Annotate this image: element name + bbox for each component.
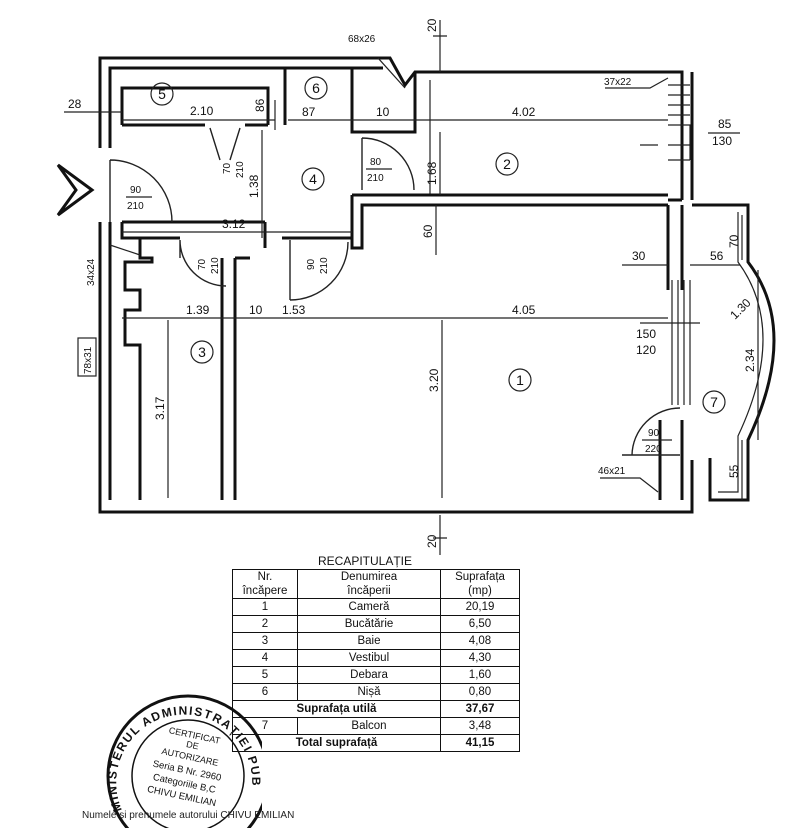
room-markers: 5 6 4 2 3 1 7 xyxy=(150,76,726,414)
vent-37x22: 37x22 xyxy=(604,77,632,88)
dim-3-17: 3.17 xyxy=(153,396,167,420)
outer-walls xyxy=(98,56,694,514)
dim-55: 55 xyxy=(727,464,741,478)
recap-header-area: Suprafața(mp) xyxy=(440,569,520,599)
dim-1-30: 1.30 xyxy=(727,295,754,322)
dim-10-top: 10 xyxy=(376,105,390,119)
room-marker-6 xyxy=(304,76,328,100)
room-number-1: 1 xyxy=(516,372,524,388)
balcony-outline xyxy=(692,203,776,502)
room-number-4: 4 xyxy=(309,171,317,187)
door-debara-height: 210 xyxy=(235,161,246,178)
recap-total-row: Total suprafață 41,15 xyxy=(232,734,520,752)
dim-4-02: 4.02 xyxy=(512,105,536,119)
vent-78x31: 78x31 xyxy=(83,346,94,374)
door-baie-height: 210 xyxy=(210,257,221,274)
room-marker-5 xyxy=(150,82,174,106)
door-baie-width: 70 xyxy=(197,258,208,270)
dim-3-12: 3.12 xyxy=(222,217,246,231)
authorization-stamp: MINISTERUL ADMINISTRAȚIEI PUBLICE CERTIF… xyxy=(100,688,262,828)
table-row: 5 Debara 1,60 xyxy=(232,666,520,684)
stamp-line: DE xyxy=(185,739,199,751)
dim-70-right: 70 xyxy=(727,234,741,248)
dim-2-34: 2.34 xyxy=(743,348,757,372)
room-marker-4 xyxy=(301,167,325,191)
dim-2-10: 2.10 xyxy=(190,104,214,118)
room-marker-7 xyxy=(702,390,726,414)
dim-1-38: 1.38 xyxy=(247,174,261,198)
dim-56: 56 xyxy=(710,249,724,263)
door-camera-width: 90 xyxy=(306,258,317,270)
door-vestibul-height: 210 xyxy=(367,173,384,184)
door-balcon-width: 90 xyxy=(648,428,660,439)
author-footer: Numele și prenumele autorului CHIVU EMIL… xyxy=(82,810,295,821)
windows xyxy=(668,84,691,405)
entry-arrow xyxy=(56,163,95,217)
window-top-height: 130 xyxy=(712,134,732,148)
recap-util-row: Suprafața utilă 37,67 xyxy=(232,700,520,718)
doors xyxy=(109,127,681,456)
dim-28: 28 xyxy=(68,97,82,111)
dimension-lines xyxy=(64,20,759,555)
vent-46x21: 46x21 xyxy=(598,466,626,477)
room-marker-3 xyxy=(190,340,214,364)
window-top-width: 85 xyxy=(718,117,732,131)
table-row: 7 Balcon 3,48 xyxy=(232,717,520,735)
room-number-5: 5 xyxy=(158,86,166,102)
door-entry-height: 210 xyxy=(127,201,144,212)
dim-30: 30 xyxy=(632,249,646,263)
door-entry-width: 90 xyxy=(130,185,142,196)
interior-walls xyxy=(120,68,684,500)
dim-3-20: 3.20 xyxy=(427,368,441,392)
dim-1-68: 1.68 xyxy=(425,161,439,185)
table-row: 2 Bucătărie 6,50 xyxy=(232,615,520,633)
door-camera-height: 210 xyxy=(319,257,330,274)
dim-1-39: 1.39 xyxy=(186,303,210,317)
opening-labels: 68x26 37x22 85 130 34x24 78x31 150 120 4… xyxy=(77,34,740,477)
window-living-width: 150 xyxy=(636,327,656,341)
recap-title: RECAPITULAȚIE xyxy=(318,554,413,568)
table-row: 3 Baie 4,08 xyxy=(232,632,520,650)
dim-bottom-20: 20 xyxy=(425,534,439,548)
vent-68x26: 68x26 xyxy=(348,34,376,45)
door-labels: 90 210 80 210 70 210 70 210 90 210 90 22… xyxy=(126,157,672,455)
dim-87: 87 xyxy=(302,105,316,119)
table-row: 1 Cameră 20,19 xyxy=(232,598,520,616)
table-row: 4 Vestibul 4,30 xyxy=(232,649,520,667)
door-balcon-height: 220 xyxy=(645,444,662,455)
dim-4-05: 4.05 xyxy=(512,303,536,317)
door-debara-width: 70 xyxy=(222,162,233,174)
dim-60: 60 xyxy=(421,224,435,238)
dim-top-20: 20 xyxy=(425,18,439,32)
dimension-labels: 20 20 28 2.10 86 87 10 4.02 1.68 1.38 3.… xyxy=(68,18,757,548)
dim-10-mid: 10 xyxy=(249,303,263,317)
recap-header-nr: Nr.încăpere xyxy=(232,569,298,599)
room-number-6: 6 xyxy=(312,80,320,96)
room-number-2: 2 xyxy=(503,156,511,172)
room-marker-2 xyxy=(495,152,519,176)
room-number-7: 7 xyxy=(710,394,718,410)
room-number-3: 3 xyxy=(198,344,206,360)
room-marker-1 xyxy=(508,368,532,392)
dim-1-53: 1.53 xyxy=(282,303,306,317)
window-living-height: 120 xyxy=(636,343,656,357)
table-row: 6 Nișă 0,80 xyxy=(232,683,520,701)
vent-34x24: 34x24 xyxy=(86,258,97,286)
dim-86: 86 xyxy=(253,98,267,112)
door-vestibul-width: 80 xyxy=(370,157,382,168)
